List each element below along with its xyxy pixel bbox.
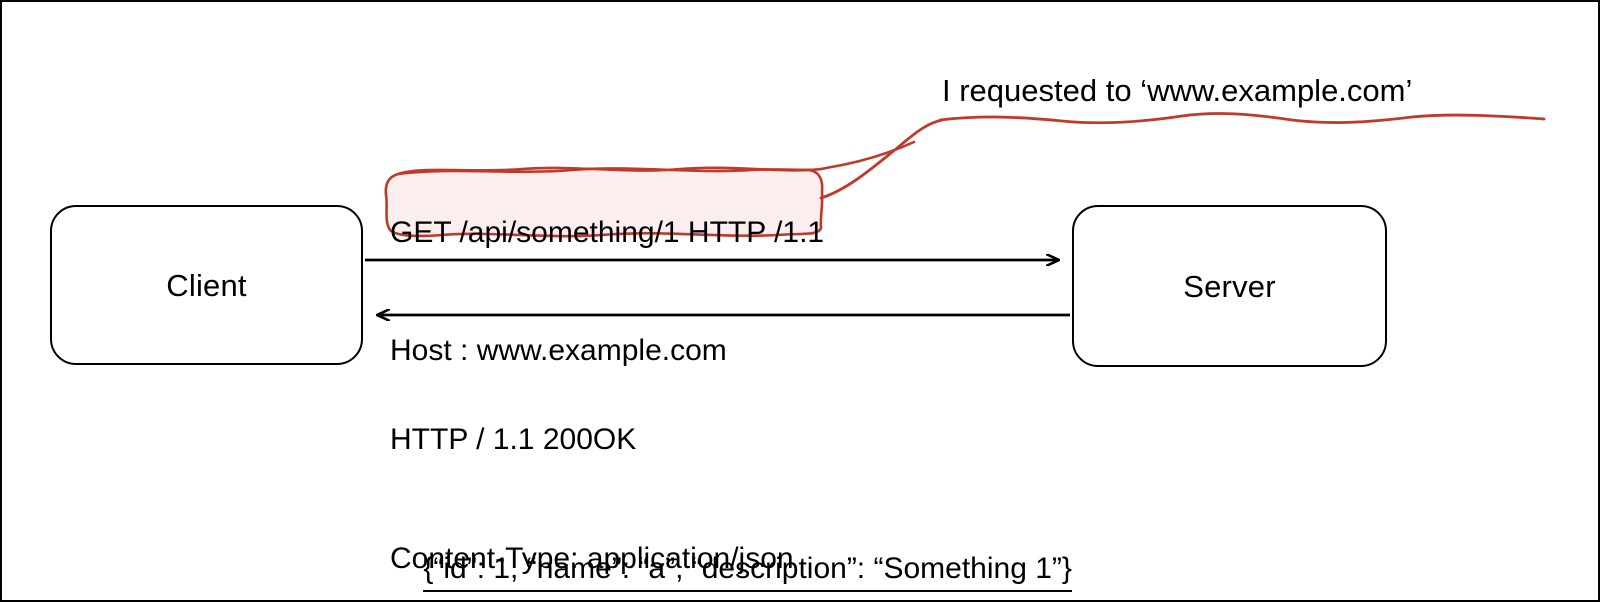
- response-body-json: {“id”: 1, “name”: “a”, “description”: “S…: [423, 550, 1072, 592]
- annotation-connector-line: [819, 118, 944, 200]
- client-node: Client: [50, 205, 363, 365]
- response-status-line: HTTP / 1.1 200OK: [390, 422, 637, 456]
- response-body-block: {“id”: 1, “name”: “a”, “description”: “S…: [390, 512, 1072, 600]
- request-message-block: GET /api/something/1 HTTP /1.1 Host : ww…: [390, 137, 824, 449]
- response-content-type-header: Content-Type: application/json: [390, 541, 794, 575]
- server-node-label: Server: [1183, 268, 1276, 304]
- request-start-line: GET /api/something/1 HTTP /1.1: [390, 215, 825, 249]
- response-message-block: HTTP / 1.1 200OK Content-Type: applicati…: [390, 344, 794, 600]
- request-host-header: Host : www.example.com: [390, 333, 727, 367]
- client-node-label: Client: [166, 267, 247, 303]
- server-node: Server: [1072, 205, 1387, 367]
- annotation-wavy-underline: [938, 112, 1546, 125]
- annotation-label: I requested to ‘www.example.com’: [942, 73, 1413, 108]
